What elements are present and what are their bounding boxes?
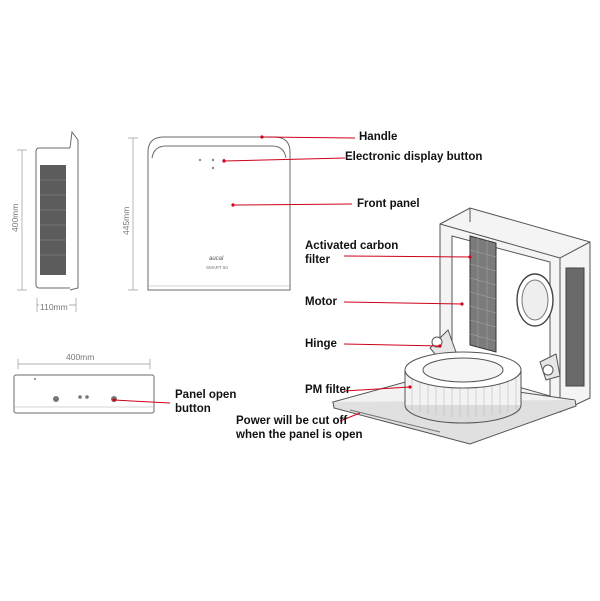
label-hinge: Hinge	[305, 338, 337, 350]
side-view	[17, 130, 79, 312]
dimension-front-height: 445mm	[121, 206, 131, 235]
product-model: SMART 50	[206, 265, 228, 270]
label-activated-carbon-filter-line2: filter	[305, 254, 330, 266]
dimension-top-width: 400mm	[66, 352, 95, 362]
leader-dots	[112, 135, 472, 402]
label-pm-filter: PM filter	[305, 384, 351, 396]
dimension-side-depth: 110mm	[39, 302, 69, 312]
label-power-cut-line1: Power will be cut off	[236, 415, 348, 427]
label-panel-open-line2: button	[175, 403, 211, 415]
top-view	[13, 359, 155, 414]
product-logo: aucal	[209, 256, 224, 262]
leader-lines	[113, 136, 471, 422]
open-unit-illustration	[331, 207, 591, 445]
label-activated-carbon-filter-line1: Activated carbon	[305, 240, 399, 252]
dimension-side-height: 400mm	[10, 203, 20, 232]
label-front-panel: Front panel	[357, 198, 420, 210]
label-electronic-display-button: Electronic display button	[345, 151, 483, 163]
label-motor: Motor	[305, 296, 337, 308]
label-handle: Handle	[359, 131, 398, 143]
label-power-cut-line2: when the panel is open	[236, 429, 363, 441]
label-panel-open-line1: Panel open	[175, 389, 237, 401]
